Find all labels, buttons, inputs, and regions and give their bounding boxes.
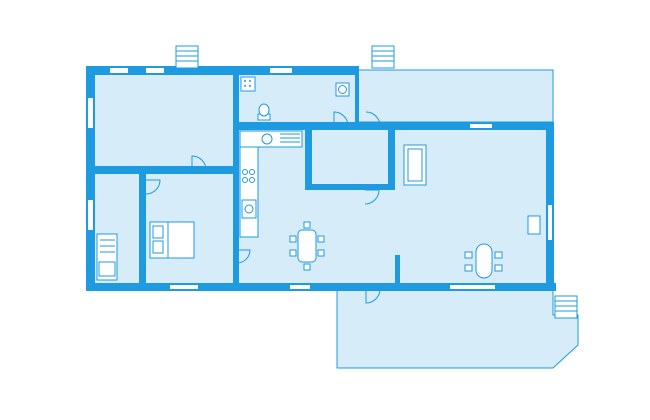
wall-north-west bbox=[86, 66, 358, 75]
covered-terrace-north bbox=[354, 69, 554, 123]
wall-bedroom2-divider bbox=[139, 172, 146, 286]
entrance-steps-icon bbox=[371, 45, 395, 69]
door-swing-icon bbox=[145, 111, 381, 304]
cabinet bbox=[527, 215, 541, 235]
wall-storage-east bbox=[388, 128, 395, 190]
terrace-south bbox=[336, 288, 579, 369]
wall-bedroom1-east bbox=[233, 66, 239, 286]
stove bbox=[241, 169, 257, 219]
wall-bedroom1-south bbox=[86, 166, 237, 174]
wall-south bbox=[86, 283, 556, 291]
toilet bbox=[257, 103, 271, 121]
wc-bathroom bbox=[237, 72, 355, 127]
wall-north-mid bbox=[236, 122, 554, 130]
bedroom-1 bbox=[92, 72, 234, 170]
dining-table-4 bbox=[464, 243, 503, 279]
storage-room bbox=[309, 130, 389, 187]
bunk-bed bbox=[96, 233, 118, 281]
wall-storage-south bbox=[305, 184, 395, 190]
wall-stub-living bbox=[395, 255, 400, 285]
dining-table-6 bbox=[289, 221, 325, 271]
window-icon bbox=[88, 68, 552, 289]
entrance-steps-icon bbox=[554, 295, 578, 319]
wall-west bbox=[86, 66, 95, 290]
washbasin bbox=[335, 82, 350, 97]
entrance-steps-icon bbox=[175, 45, 199, 69]
double-bed bbox=[149, 221, 195, 259]
wall-north-east bbox=[355, 66, 359, 128]
wall-storage-west bbox=[305, 128, 312, 190]
sofa bbox=[403, 144, 427, 186]
shower bbox=[240, 76, 256, 92]
